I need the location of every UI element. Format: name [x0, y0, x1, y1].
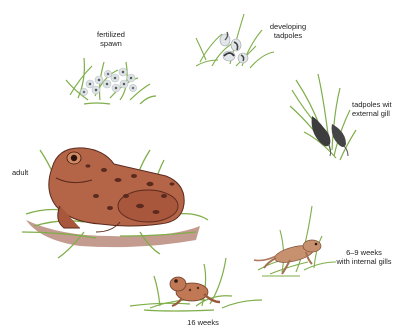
label-line: spawn	[86, 39, 136, 48]
label-internal-gills: 6–9 weeks with internal gills	[328, 248, 400, 266]
label-line: tadpoles wit	[352, 100, 402, 109]
froglet-icon	[170, 277, 220, 306]
label-line: 6–9 weeks	[328, 248, 400, 257]
label-adult: adult	[12, 168, 38, 177]
froglet-16-weeks	[130, 258, 262, 311]
label-line: fertilized	[86, 30, 136, 39]
label-line: with internal gills	[328, 257, 400, 266]
label-line: adult	[12, 168, 38, 177]
external-gill-tadpoles	[290, 74, 356, 160]
label-external-gill: tadpoles wit external gill	[352, 100, 402, 118]
label-fertilized-spawn: fertilized spawn	[86, 30, 136, 48]
internal-gill-tadpole	[254, 206, 336, 276]
spawn-cluster	[66, 58, 156, 104]
label-line: developing	[260, 22, 316, 31]
tadpole-icon	[220, 32, 248, 63]
grass-tuft-icon	[258, 206, 336, 276]
grass-tuft-icon	[66, 58, 156, 104]
label-line: external gill	[352, 109, 402, 118]
label-16-weeks: 16 weeks	[180, 318, 226, 327]
grass-tuft-icon	[290, 74, 356, 160]
label-developing-tadpoles: developing tadpoles	[260, 22, 316, 40]
froglet-icon	[254, 240, 321, 274]
adult-frog	[22, 148, 208, 258]
label-line: tadpoles	[260, 31, 316, 40]
label-line: 16 weeks	[180, 318, 226, 327]
